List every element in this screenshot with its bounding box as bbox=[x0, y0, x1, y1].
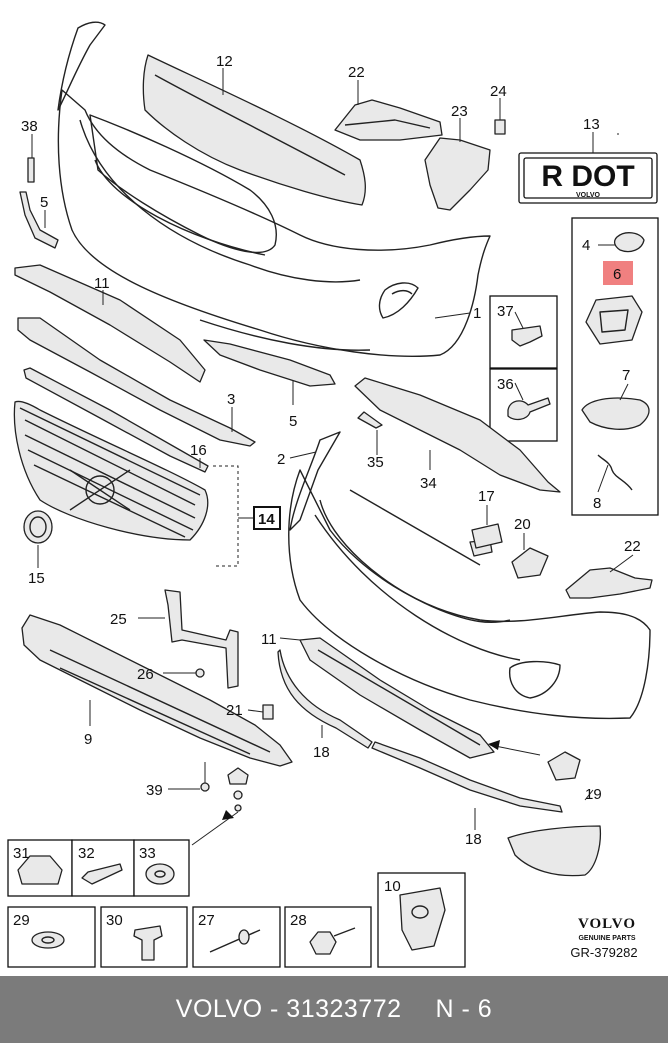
fastener-stack bbox=[191, 767, 249, 846]
callout-11-upper: 11 bbox=[94, 275, 110, 292]
grille-14 bbox=[13, 400, 209, 541]
callout-36: 36 bbox=[497, 376, 514, 393]
footer-bar: VOLVO - 31323772 N - 6 bbox=[0, 976, 668, 1043]
callout-22-upper: 22 bbox=[348, 64, 365, 81]
callout-11-lower: 11 bbox=[261, 631, 277, 648]
strip-16 bbox=[23, 367, 209, 473]
bracket-22-lower bbox=[565, 567, 653, 599]
callout-21: 21 bbox=[226, 702, 243, 719]
callout-12: 12 bbox=[216, 53, 233, 70]
callouts: 12 22 24 23 13 38 5 4 6 11 1 37 7 36 3 5… bbox=[13, 53, 641, 929]
clip-21 bbox=[262, 704, 274, 720]
footer-page: N - 6 bbox=[435, 995, 493, 1023]
callout-35: 35 bbox=[367, 454, 384, 471]
callout-31: 31 bbox=[13, 845, 30, 862]
callout-6: 6 bbox=[613, 266, 621, 283]
callout-29: 29 bbox=[13, 912, 30, 929]
callout-18-upper: 18 bbox=[313, 744, 330, 761]
callout-8: 8 bbox=[593, 495, 601, 512]
callout-23: 23 bbox=[451, 103, 468, 120]
callout-15: 15 bbox=[28, 570, 45, 587]
bracket-22-upper bbox=[334, 99, 443, 141]
callout-20: 20 bbox=[514, 516, 531, 533]
callout-39: 39 bbox=[146, 782, 163, 799]
strip-11-upper bbox=[14, 264, 206, 383]
callout-32: 32 bbox=[78, 845, 95, 862]
strip-18-right bbox=[371, 741, 563, 813]
callout-9: 9 bbox=[84, 731, 92, 748]
callout-14: 14 bbox=[258, 511, 275, 528]
bracket-5-left bbox=[19, 191, 59, 249]
hardware-box-31 bbox=[7, 839, 73, 897]
bumper-reinforcement bbox=[142, 54, 366, 206]
bracket-20 bbox=[511, 547, 549, 579]
strip-18-left bbox=[277, 649, 373, 749]
volvo-logo: VOLVO bbox=[578, 916, 636, 932]
parts-diagram: R DOT VOLVO bbox=[7, 21, 659, 968]
clip-24 bbox=[494, 119, 506, 135]
front-bumper-cover-upper bbox=[57, 21, 491, 357]
hardware-box-33 bbox=[133, 839, 190, 897]
screw-39 bbox=[200, 762, 210, 792]
hardware-box-29 bbox=[7, 906, 96, 968]
callout-34: 34 bbox=[420, 475, 437, 492]
fastener-box-36 bbox=[489, 368, 558, 442]
callout-5-lower: 5 bbox=[289, 413, 297, 430]
callout-24: 24 bbox=[490, 83, 507, 100]
callout-22-lower: 22 bbox=[624, 538, 641, 555]
callout-2: 2 bbox=[277, 451, 285, 468]
bracket-23 bbox=[424, 137, 491, 211]
callout-28: 28 bbox=[290, 912, 307, 929]
callout-30: 30 bbox=[106, 912, 123, 929]
bracket-17 bbox=[471, 523, 503, 549]
hardware-box-10 bbox=[377, 872, 466, 968]
callout-18-lower: 18 bbox=[465, 831, 482, 848]
callout-4: 4 bbox=[582, 237, 590, 254]
hardware-box-30 bbox=[100, 906, 188, 968]
fastener-box-37 bbox=[489, 295, 558, 369]
trim-strip-5 bbox=[203, 339, 336, 387]
callout-26: 26 bbox=[137, 666, 154, 683]
callout-10: 10 bbox=[384, 878, 401, 895]
footer-part-info: VOLVO - 31323772 bbox=[175, 995, 402, 1023]
hardware-box-28 bbox=[284, 906, 372, 968]
callout-33: 33 bbox=[139, 845, 156, 862]
highlight-6 bbox=[603, 261, 633, 285]
reference-number: GR-379282 bbox=[570, 945, 637, 960]
bracket-25 bbox=[164, 589, 239, 689]
plate-brand: VOLVO bbox=[576, 192, 601, 199]
hardware-box-27 bbox=[192, 906, 281, 968]
callout-38: 38 bbox=[21, 118, 38, 135]
parts-group-box bbox=[571, 217, 659, 516]
clip-sensor bbox=[488, 740, 581, 781]
callout-27: 27 bbox=[198, 912, 215, 929]
leader-lines bbox=[31, 68, 634, 830]
fog-cover-19 bbox=[507, 825, 602, 877]
callout-17: 17 bbox=[478, 488, 495, 505]
callout-5-upper: 5 bbox=[40, 194, 48, 211]
callout-19: 19 bbox=[585, 786, 602, 803]
spoiler-34 bbox=[354, 377, 561, 493]
callout-16: 16 bbox=[190, 442, 207, 459]
callout-13: 13 bbox=[583, 116, 600, 133]
callout-1: 1 bbox=[473, 305, 481, 322]
callout-3: 3 bbox=[227, 391, 235, 408]
clip-38 bbox=[27, 157, 35, 183]
grille-frame-3 bbox=[17, 317, 256, 447]
license-plate-13: R DOT VOLVO bbox=[518, 152, 658, 204]
screw-26 bbox=[195, 668, 205, 678]
callout-7: 7 bbox=[622, 367, 630, 384]
callout-25: 25 bbox=[110, 611, 127, 628]
genuine-parts-label: GENUINE PARTS bbox=[578, 935, 635, 942]
lower-grille-11 bbox=[299, 637, 495, 759]
callout-37: 37 bbox=[497, 303, 514, 320]
plate-text: R DOT bbox=[541, 160, 634, 193]
volvo-brand-block: VOLVO GENUINE PARTS GR-379282 bbox=[570, 916, 637, 960]
underbody-spoiler-9 bbox=[21, 614, 293, 767]
clip-35 bbox=[357, 411, 383, 429]
emblem-15 bbox=[23, 510, 53, 544]
group-bracket-14 bbox=[213, 465, 281, 567]
front-bumper-cover-lower bbox=[288, 431, 651, 720]
